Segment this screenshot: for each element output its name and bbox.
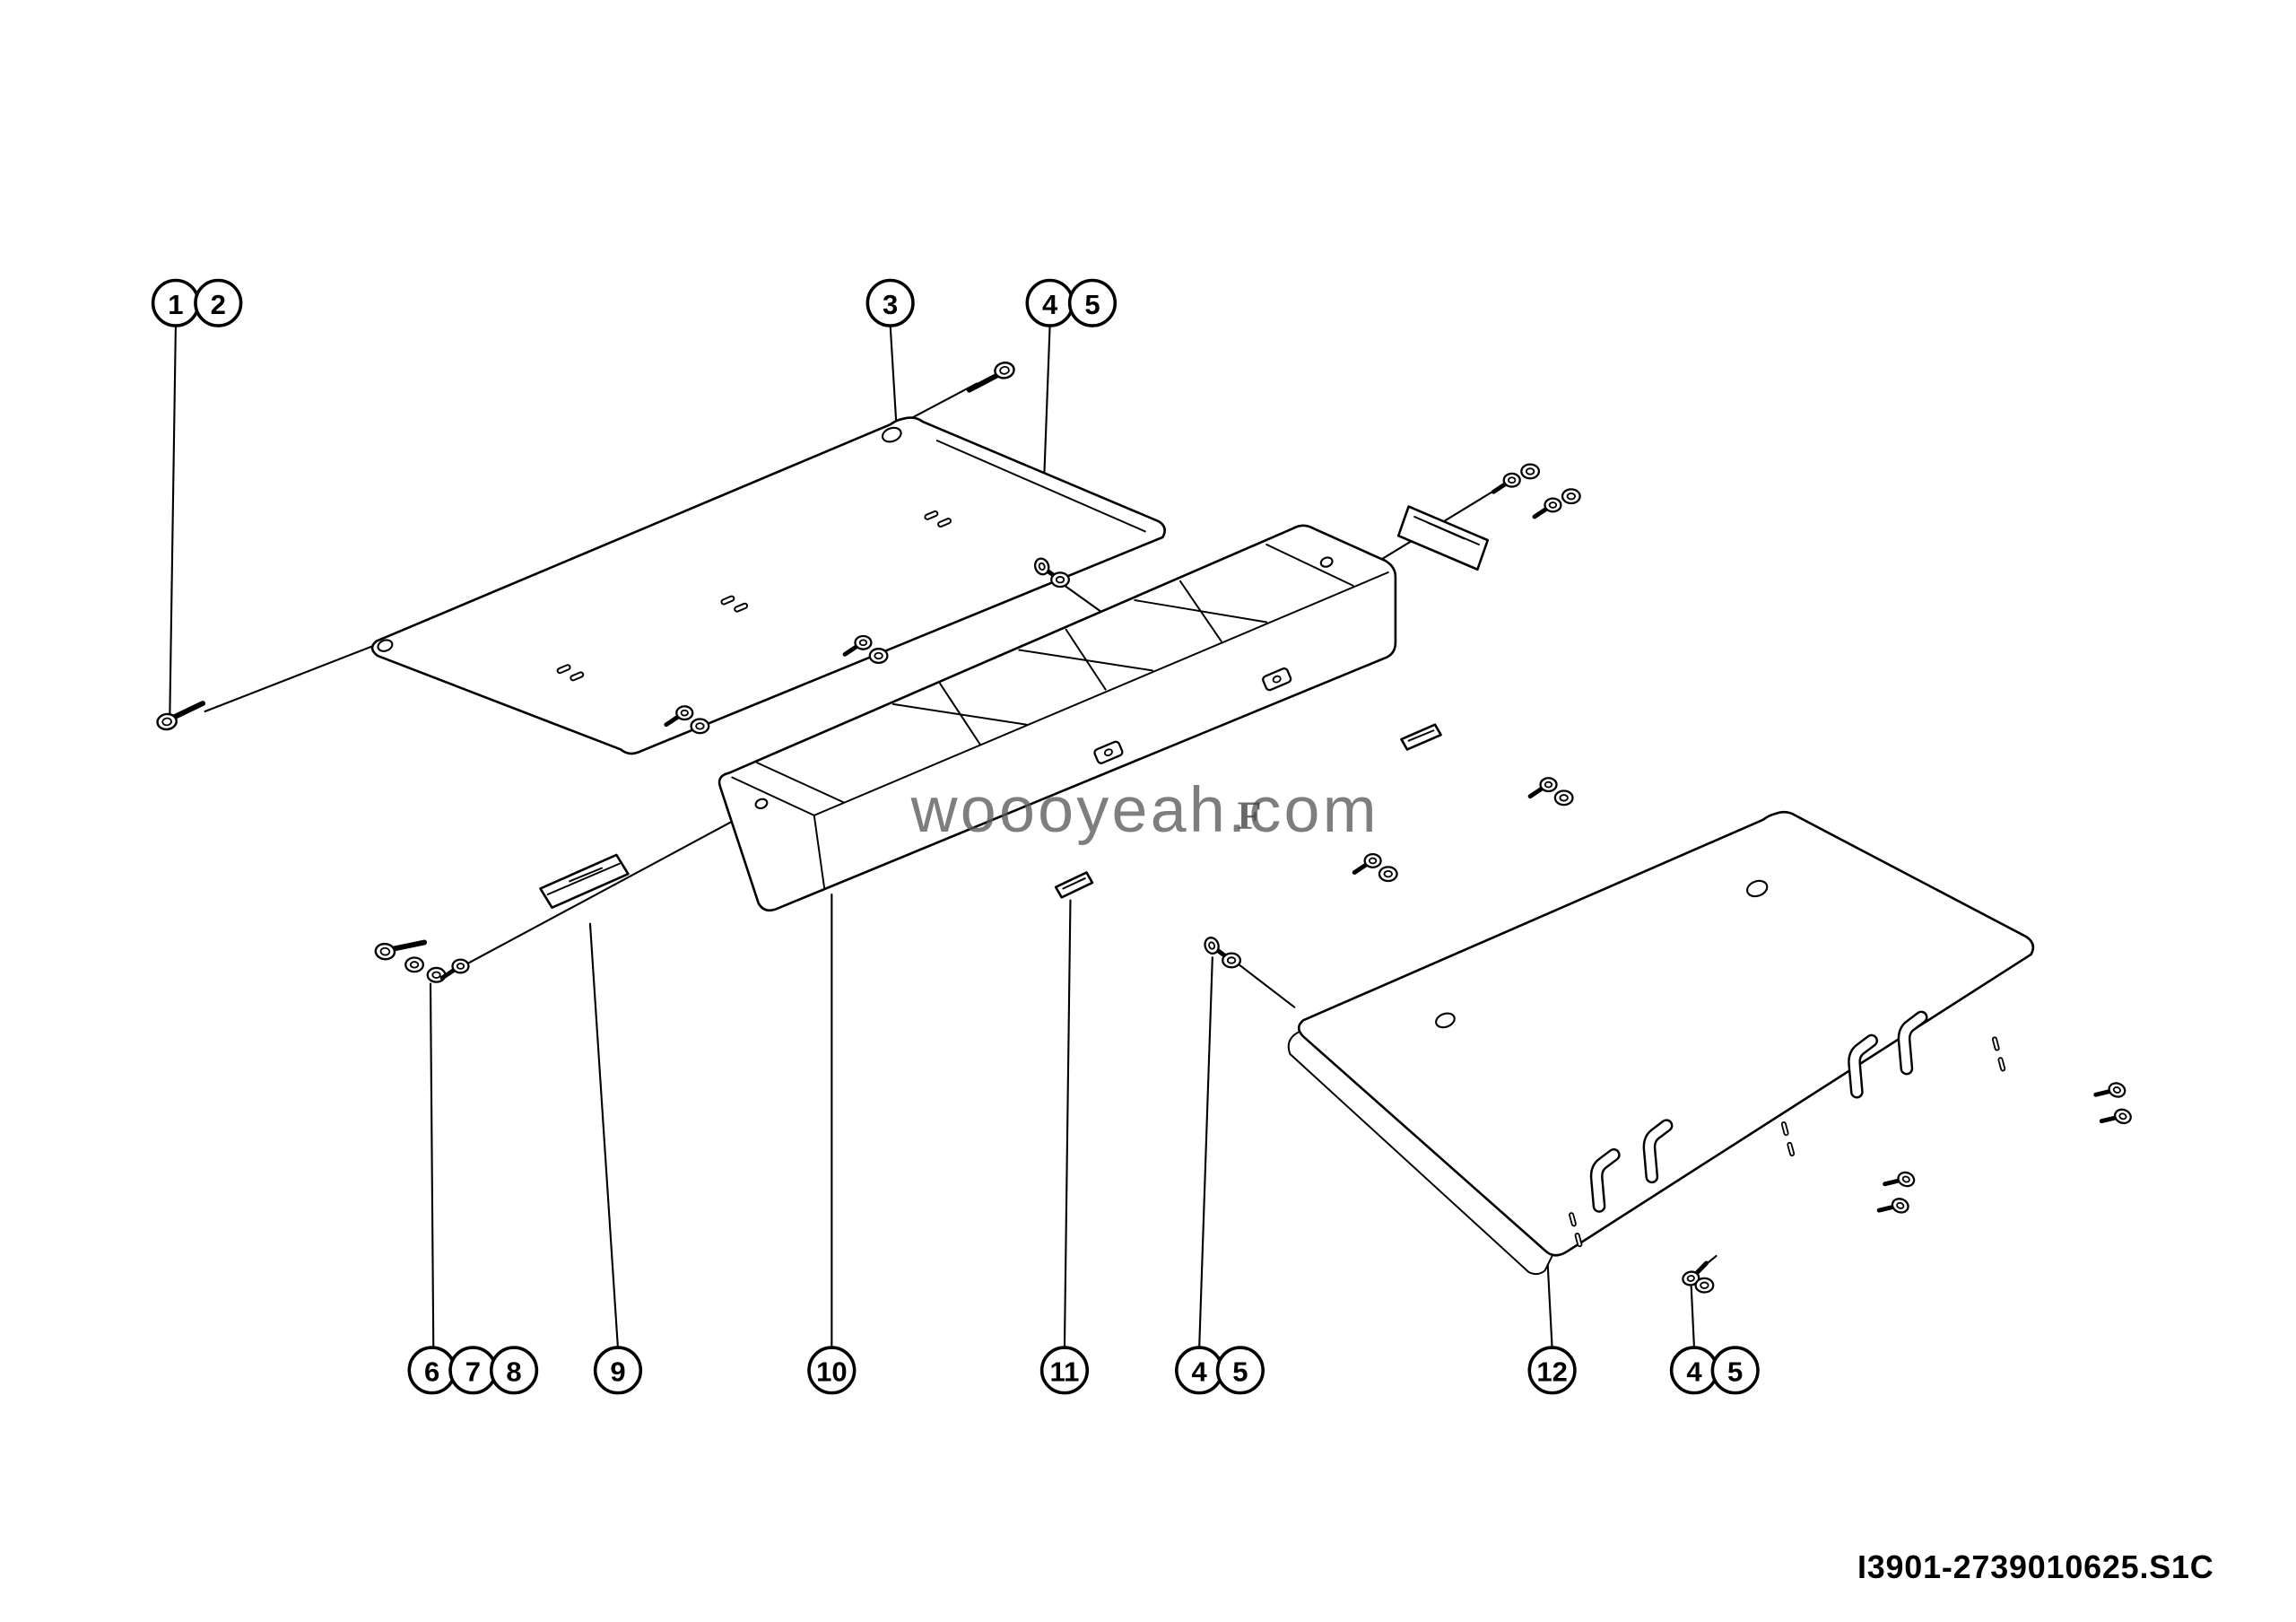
- callout-4: 4: [1175, 1346, 1224, 1395]
- callout-circle: [1527, 1346, 1577, 1395]
- washer-icon: [404, 956, 424, 973]
- callout-number: 5: [1727, 1356, 1743, 1387]
- screw-icon: [1530, 778, 1556, 796]
- watermark-overlay-glyph: F: [1238, 794, 1262, 838]
- washer-icon: [1553, 789, 1574, 807]
- edge-slot: [1996, 1056, 2006, 1072]
- callout-number: 4: [1686, 1356, 1702, 1387]
- callout-number: 11: [1050, 1356, 1080, 1387]
- bolt-icon: [156, 703, 206, 730]
- slotted-strap-left: [539, 853, 630, 910]
- washer-icon: [690, 718, 710, 735]
- callout-number: 5: [1084, 289, 1100, 320]
- screw-icon: [2101, 1103, 2133, 1129]
- callout-circle: [1039, 1346, 1090, 1395]
- screw-icon: [1354, 854, 1380, 872]
- callout-circle: [593, 1346, 643, 1395]
- edge-slot: [1991, 1035, 2001, 1051]
- callout-3: 3: [865, 278, 915, 327]
- callout-number: 3: [883, 289, 898, 320]
- callout-number: 4: [1192, 1356, 1208, 1387]
- callout-number: 10: [816, 1356, 847, 1387]
- callout-12: 12: [1527, 1346, 1577, 1395]
- center-tray: [718, 524, 1397, 912]
- callout-10: 10: [807, 1346, 857, 1395]
- screw-icon: [2096, 1077, 2127, 1103]
- callout-2: 2: [194, 278, 243, 327]
- top-mounting-plate: [370, 416, 1166, 755]
- washer-icon: [1520, 463, 1541, 480]
- callout-number: 12: [1536, 1356, 1567, 1387]
- part-code-text: I3901-2739010625.S1C: [1857, 1549, 2214, 1585]
- callout-circle: [1067, 278, 1118, 327]
- callout-circle: [489, 1346, 539, 1395]
- callout-number: 6: [424, 1356, 439, 1387]
- watermark-group: woooyeah.com F: [910, 774, 1379, 846]
- callout-circle: [807, 1346, 857, 1395]
- callout-4: 4: [1025, 278, 1074, 327]
- callout-5: 5: [1067, 278, 1118, 327]
- screw-icon: [1493, 474, 1519, 492]
- callout-8: 8: [489, 1346, 539, 1395]
- screw-icon: [442, 960, 468, 978]
- callout-circle: [194, 278, 243, 327]
- watermark-text: woooyeah.com: [910, 774, 1379, 846]
- callout-number: 9: [610, 1356, 625, 1387]
- screw-icon: [1535, 499, 1561, 517]
- callout-number: 7: [465, 1356, 481, 1387]
- callout-11: 11: [1039, 1346, 1090, 1395]
- bolt-icon: [966, 362, 1016, 390]
- callout-circle: [865, 278, 915, 327]
- screw-icon: [1885, 1167, 1917, 1193]
- callout-number: 4: [1042, 289, 1058, 320]
- washer-icon: [1050, 571, 1070, 589]
- slotted-strap-right: [1396, 505, 1490, 571]
- callout-5: 5: [1710, 1346, 1760, 1395]
- callout-7: 7: [448, 1346, 498, 1395]
- edge-slot: [1786, 1141, 1796, 1157]
- callout-number: 1: [168, 289, 183, 320]
- screw-icon: [1879, 1193, 1910, 1219]
- bottom-bracket-plate: [1287, 810, 2035, 1276]
- callout-9: 9: [593, 1346, 643, 1395]
- callout-number: 8: [506, 1356, 521, 1387]
- washer-icon: [1378, 866, 1398, 883]
- callout-number: 2: [211, 289, 226, 320]
- callout-circle: [1215, 1346, 1265, 1395]
- callout-circle: [1710, 1346, 1760, 1395]
- edge-slot: [1780, 1121, 1790, 1137]
- washer-icon: [868, 648, 889, 665]
- callout-6: 6: [407, 1346, 457, 1395]
- retainer-strip-upper: [1400, 723, 1442, 751]
- washer-icon: [1694, 1277, 1715, 1294]
- washer-icon: [1222, 952, 1242, 969]
- callout-1: 1: [151, 278, 201, 327]
- washer-icon: [1561, 488, 1581, 505]
- callout-5: 5: [1215, 1346, 1265, 1395]
- callout-number: 5: [1232, 1356, 1248, 1387]
- retainer-strip-mid: [1054, 871, 1094, 899]
- callout-4: 4: [1669, 1346, 1719, 1395]
